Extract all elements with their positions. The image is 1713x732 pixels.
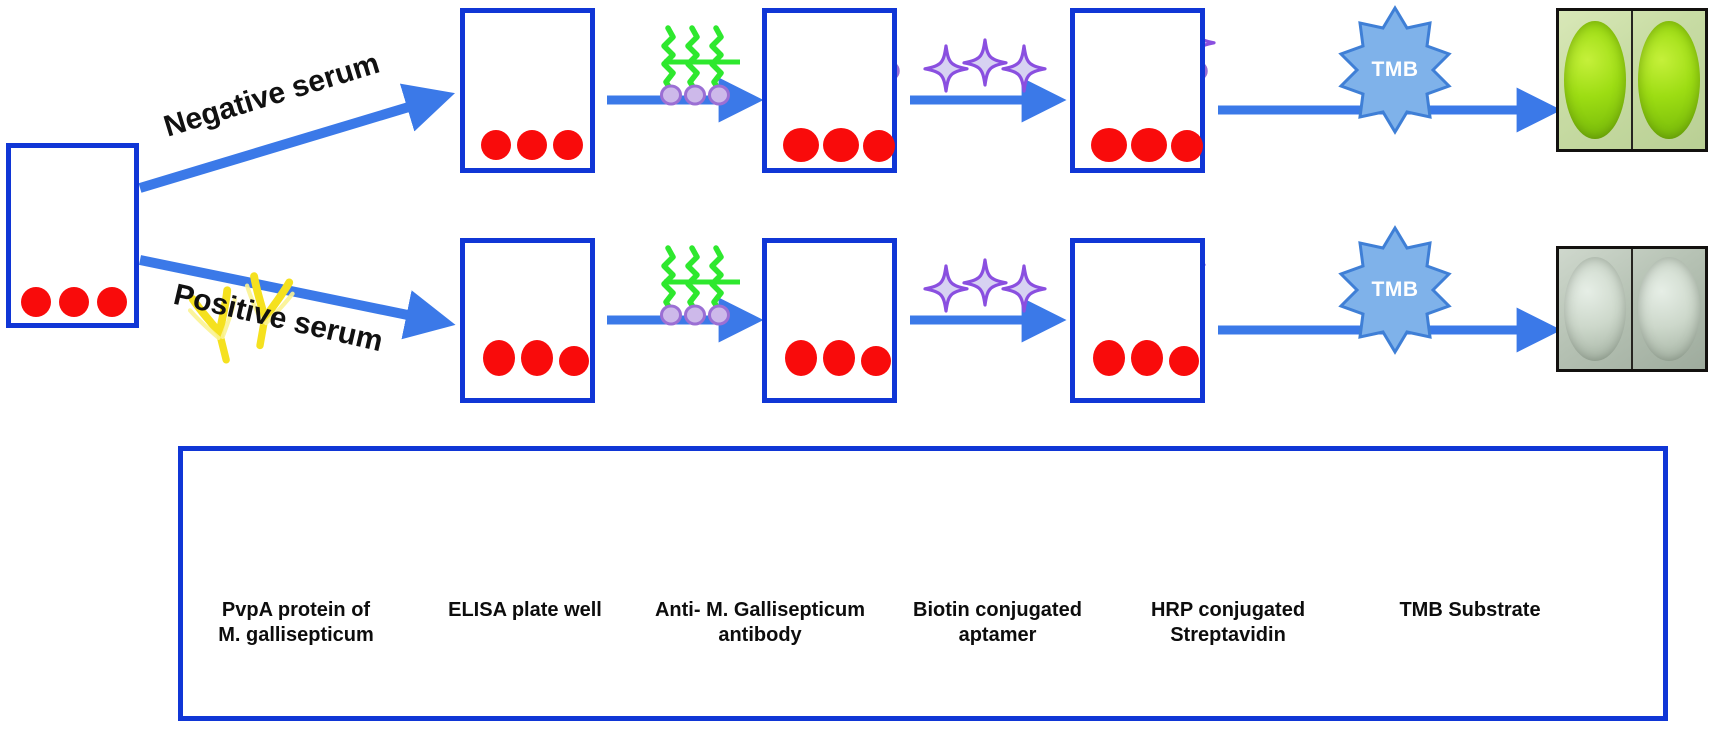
antigen-dot xyxy=(1093,340,1125,376)
legend-caption-line1: Anti- M. Gallisepticum xyxy=(654,599,866,621)
positive-result-photo xyxy=(1556,246,1708,372)
antigen-dot xyxy=(521,340,553,376)
legend-caption-line2: antibody xyxy=(718,624,802,646)
top-well-3 xyxy=(1070,8,1205,173)
antigen-dot xyxy=(783,128,819,162)
photo-well-disc xyxy=(1638,257,1700,361)
antigen-dot xyxy=(1169,346,1199,376)
antigen-dot xyxy=(97,287,127,317)
legend-caption-aptamer: Biotin conjugated aptamer xyxy=(900,598,1095,648)
antigen-dot xyxy=(823,128,859,162)
bottom-free-aptamers xyxy=(660,248,740,326)
legend-caption-line1: PvpA protein of xyxy=(221,599,371,621)
antigen-dot xyxy=(1131,340,1163,376)
legend-caption-line1: TMB Substrate xyxy=(1399,599,1541,621)
top-free-hrp-stars xyxy=(923,38,1047,93)
antigen-dot xyxy=(559,346,589,376)
bottom-tmb-label: TMB xyxy=(1371,278,1419,301)
bottom-well-1 xyxy=(460,238,595,403)
legend-caption-line1: ELISA plate well xyxy=(448,599,602,621)
source-well xyxy=(6,143,139,328)
photo-well-disc xyxy=(1564,257,1626,361)
legend-caption-line1: HRP conjugated xyxy=(1150,599,1306,621)
antigen-dot xyxy=(823,340,855,376)
branch-arrow-negative xyxy=(138,83,455,193)
top-tmb-label: TMB xyxy=(1371,58,1419,81)
top-well-1 xyxy=(460,8,595,173)
legend-caption-line2: M. gallisepticum xyxy=(218,624,374,646)
legend-caption-pvpa: PvpA protein of M. gallisepticum xyxy=(196,598,396,648)
negative-result-photo xyxy=(1556,8,1708,152)
legend-panel xyxy=(178,446,1668,721)
photo-well-disc xyxy=(1564,20,1626,140)
antigen-dot xyxy=(21,287,51,317)
antigen-dot xyxy=(59,287,89,317)
top-free-aptamers xyxy=(660,28,740,106)
legend-caption-line2: aptamer xyxy=(958,624,1037,646)
bottom-well-3 xyxy=(1070,238,1205,403)
antigen-dot xyxy=(483,340,515,376)
legend-caption-hrp: HRP conjugated Streptavidin xyxy=(1128,598,1328,648)
antigen-dot xyxy=(481,130,511,160)
photo-well-cell xyxy=(1559,11,1631,149)
antigen-dot xyxy=(863,130,895,162)
legend-caption-line2: Streptavidin xyxy=(1170,624,1286,646)
antigen-dot xyxy=(1171,130,1203,162)
photo-well-cell xyxy=(1631,249,1705,369)
antigen-dot xyxy=(861,346,891,376)
bottom-free-hrp-stars xyxy=(923,258,1047,313)
legend-caption-tmb: TMB Substrate xyxy=(1370,598,1570,623)
antigen-dot xyxy=(553,130,583,160)
legend-caption-antibody: Anti- M. Gallisepticum antibody xyxy=(640,598,880,648)
legend-caption-elisa-well: ELISA plate well xyxy=(425,598,625,623)
photo-well-cell xyxy=(1559,249,1631,369)
antigen-dot xyxy=(785,340,817,376)
antigen-dot xyxy=(517,130,547,160)
legend-caption-line1: Biotin conjugated xyxy=(913,599,1082,621)
bottom-well-2 xyxy=(762,238,897,403)
antigen-dot xyxy=(1091,128,1127,162)
antigen-dot xyxy=(1131,128,1167,162)
top-well-2 xyxy=(762,8,897,173)
photo-well-disc xyxy=(1638,20,1700,140)
photo-well-cell xyxy=(1631,11,1705,149)
